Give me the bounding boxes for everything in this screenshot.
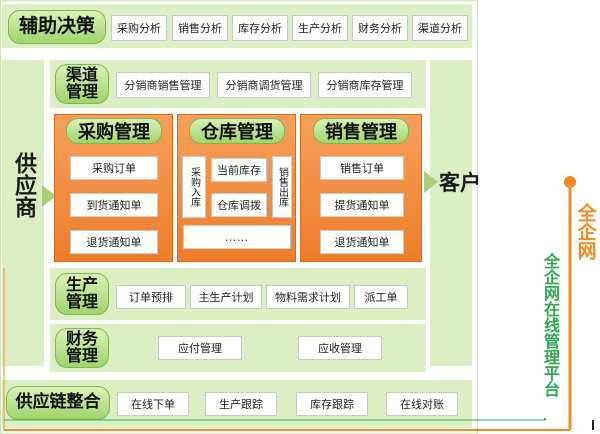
warehouse-more: …… xyxy=(183,225,291,249)
channel-title: 渠道管理 xyxy=(55,64,109,104)
supply-item-order: 在线下单 xyxy=(117,392,189,416)
warehouse-title: 仓库管理 xyxy=(189,118,285,144)
decision-item-purchase: 采购分析 xyxy=(111,15,167,41)
decision-item-sales: 销售分析 xyxy=(172,15,228,41)
finance-item-receivable: 应收管理 xyxy=(298,336,382,360)
customer-band xyxy=(430,60,472,366)
finance-title-text: 财务管理 xyxy=(65,329,98,365)
decision-item-finance: 财务分析 xyxy=(352,15,408,41)
channel-title-text: 渠道管理 xyxy=(65,65,98,101)
brand-dot xyxy=(564,176,576,188)
supplier-arrow xyxy=(42,185,56,207)
supply-item-reconcile: 在线对账 xyxy=(386,392,458,416)
supply-item-inventory: 库存跟踪 xyxy=(296,392,368,416)
channel-item-stock: 分销商库存管理 xyxy=(318,72,412,98)
customer-arrow xyxy=(424,171,438,193)
production-title-text: 生产管理 xyxy=(65,275,98,311)
sales-title: 销售管理 xyxy=(313,118,409,144)
production-item-mrp: 物料需求计划 xyxy=(266,285,350,309)
decision-title: 辅助决策 xyxy=(8,10,106,44)
customer-label: 客户 xyxy=(439,171,481,195)
production-item-dispatch: 派工单 xyxy=(354,285,408,309)
warehouse-outbound-text: 销售出库 xyxy=(276,167,288,207)
purchase-item-return: 退货通知单 xyxy=(70,230,158,254)
decision-item-inventory: 库存分析 xyxy=(232,15,288,41)
supply-item-production: 生产跟踪 xyxy=(205,392,277,416)
channel-item-transfer: 分销商调货管理 xyxy=(217,72,311,98)
production-item-preorder: 订单预排 xyxy=(116,285,186,309)
warehouse-inbound: 采购入库 xyxy=(182,156,206,218)
production-title: 生产管理 xyxy=(55,273,109,315)
sales-item-order: 销售订单 xyxy=(320,156,404,180)
supplier-label: 供应商 xyxy=(11,152,36,218)
supplier-band xyxy=(2,60,44,366)
purchase-item-arrival: 到货通知单 xyxy=(70,193,158,217)
production-item-master: 主生产计划 xyxy=(190,285,262,309)
finance-title: 财务管理 xyxy=(55,328,109,368)
decision-item-production: 生产分析 xyxy=(292,15,348,41)
supply-title: 供应链整合 xyxy=(6,386,110,420)
purchase-item-order: 采购订单 xyxy=(70,156,158,180)
sales-item-return: 退货通知单 xyxy=(320,230,404,254)
sales-item-pickup: 提货通知单 xyxy=(320,193,404,217)
brand-platform: 全企网在线管理平台 xyxy=(538,232,562,418)
brand-small-mark xyxy=(592,420,594,430)
warehouse-stock: 当前库存 xyxy=(211,158,267,182)
warehouse-outbound: 销售出库 xyxy=(272,156,292,218)
purchase-title: 采购管理 xyxy=(66,118,162,144)
channel-item-sales: 分销商销售管理 xyxy=(116,72,210,98)
decision-item-channel: 渠道分析 xyxy=(412,15,468,41)
brand-name: 全企网 xyxy=(574,202,597,260)
warehouse-transfer: 仓库调拨 xyxy=(211,193,267,217)
finance-item-payable: 应付管理 xyxy=(158,336,242,360)
warehouse-inbound-text: 采购入库 xyxy=(188,167,200,207)
